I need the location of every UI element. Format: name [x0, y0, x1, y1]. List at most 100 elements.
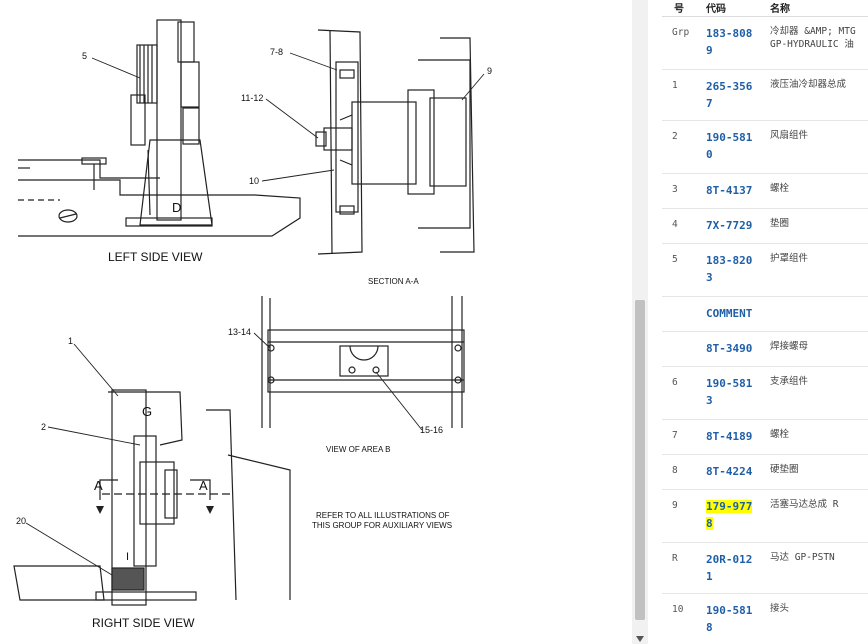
- parts-row: 9 179-9778 活塞马达总成 R: [662, 490, 868, 543]
- part-code-text: 190-5810: [706, 131, 753, 161]
- part-code-link[interactable]: 179-9778: [706, 498, 758, 532]
- part-code-text: 8T-4137: [706, 184, 753, 197]
- parts-row: 8T-3490 焊接螺母: [662, 332, 868, 367]
- item-number: 8: [672, 465, 678, 476]
- item-number: 9: [672, 500, 678, 511]
- part-code-text: 7X-7729: [706, 219, 753, 232]
- part-code-link[interactable]: 183-8203: [706, 252, 758, 286]
- parts-list: 号 代码 名称 Grp 183-8089 冷却器 &AMP; MTG GP-HYDR…: [662, 0, 868, 644]
- part-name: 螺栓: [770, 429, 790, 440]
- part-code-text: 265-3567: [706, 80, 753, 110]
- item-number: Grp: [672, 27, 690, 38]
- item-number: 4: [672, 219, 678, 230]
- letter-d: D: [172, 200, 181, 215]
- part-code-link[interactable]: 265-3567: [706, 78, 758, 112]
- part-code-text: 183-8203: [706, 254, 753, 284]
- part-code-text: 8T-4189: [706, 430, 753, 443]
- part-name: 焊接螺母: [770, 341, 809, 352]
- section-a-a-caption: SECTION A-A: [368, 277, 419, 286]
- parts-row: 1 265-3567 液压油冷却器总成: [662, 70, 868, 121]
- left-side-view-drawing: [18, 19, 301, 237]
- part-code-link[interactable]: 8T-3490: [706, 340, 758, 357]
- part-name: 活塞马达总成 R: [770, 499, 839, 510]
- header-name: 名称: [770, 4, 790, 15]
- part-code-text: 183-8089: [706, 27, 753, 57]
- part-code-text: 179-9778: [706, 500, 753, 530]
- callout-11-12: 11-12: [241, 93, 263, 103]
- right-side-view-caption: RIGHT SIDE VIEW: [92, 616, 195, 630]
- scroll-down-arrow-icon[interactable]: [636, 636, 644, 642]
- part-code-text: COMMENT: [706, 307, 753, 320]
- part-name: 风扇组件: [770, 130, 809, 141]
- parts-row: 3 8T-4137 螺栓: [662, 174, 868, 209]
- part-code-link[interactable]: COMMENT: [706, 305, 758, 322]
- left-side-view-caption: LEFT SIDE VIEW: [108, 250, 203, 264]
- part-code-link[interactable]: 190-5818: [706, 602, 758, 636]
- part-code-text: 8T-3490: [706, 342, 753, 355]
- callout-13-14: 13-14: [228, 327, 251, 337]
- letter-a-right: A: [199, 478, 208, 493]
- part-code-link[interactable]: 190-5810: [706, 129, 758, 163]
- parts-row: 6 190-5813 支承组件: [662, 367, 868, 420]
- item-number: 5: [672, 254, 678, 265]
- letter-i: I: [126, 551, 129, 563]
- part-name: 垫圈: [770, 218, 790, 229]
- callout-9: 9: [487, 66, 492, 76]
- parts-row: 7 8T-4189 螺栓: [662, 420, 868, 455]
- parts-row: R 20R-0121 马达 GP-PSTN: [662, 543, 868, 594]
- parts-list-header: 号 代码 名称: [662, 0, 868, 17]
- callout-20: 20: [16, 516, 26, 526]
- item-number: 3: [672, 184, 678, 195]
- part-code-text: 20R-0121: [706, 553, 753, 583]
- item-number: R: [672, 553, 678, 564]
- part-name: 硬垫圈: [770, 464, 799, 475]
- right-side-view-drawing: [13, 389, 291, 606]
- part-code-link[interactable]: 183-8089: [706, 25, 758, 59]
- item-number: 2: [672, 131, 678, 142]
- callout-10: 10: [249, 176, 259, 186]
- part-code-link[interactable]: 190-5813: [706, 375, 758, 409]
- letter-a-left: A: [94, 478, 103, 493]
- part-name: 支承组件: [770, 376, 809, 387]
- part-code-link[interactable]: 20R-0121: [706, 551, 758, 585]
- callout-7-8: 7-8: [270, 47, 283, 57]
- item-number: 7: [672, 430, 678, 441]
- part-name: 液压油冷却器总成: [770, 79, 847, 90]
- item-number: 6: [672, 377, 678, 388]
- parts-row: 10 190-5818 接头: [662, 594, 868, 644]
- part-code-link[interactable]: 8T-4137: [706, 182, 758, 199]
- part-name: 接头: [770, 603, 790, 614]
- section-arrows: [96, 506, 214, 514]
- refer-note-line1: REFER TO ALL ILLUSTRATIONS OF: [316, 511, 450, 520]
- section-a-a-drawing: [315, 29, 475, 255]
- area-b-caption: VIEW OF AREA B: [326, 445, 390, 454]
- part-code-link[interactable]: 8T-4189: [706, 428, 758, 445]
- header-code: 代码: [706, 4, 726, 15]
- header-no: 号: [674, 4, 684, 15]
- part-name: 冷却器 &AMP; MTG GP-HYDRAULIC 油: [770, 26, 856, 50]
- callout-5: 5: [82, 51, 87, 61]
- callout-1: 1: [68, 336, 73, 346]
- parts-row: 5 183-8203 护罩组件: [662, 244, 868, 297]
- callout-2: 2: [41, 422, 46, 432]
- part-name: 螺栓: [770, 183, 790, 194]
- parts-row: 4 7X-7729 垫圈: [662, 209, 868, 244]
- part-name: 马达 GP-PSTN: [770, 552, 835, 563]
- part-code-text: 190-5818: [706, 604, 753, 634]
- part-code-link[interactable]: 8T-4224: [706, 463, 758, 480]
- item-number: 1: [672, 80, 678, 91]
- scrollbar[interactable]: [632, 0, 648, 644]
- callout-leaders: [25, 52, 485, 576]
- part-code-text: 190-5813: [706, 377, 753, 407]
- parts-row: COMMENT: [662, 297, 868, 332]
- part-name: 护罩组件: [770, 253, 809, 264]
- part-code-text: 8T-4224: [706, 465, 753, 478]
- part-code-link[interactable]: 7X-7729: [706, 217, 758, 234]
- item-number: 10: [672, 604, 684, 615]
- letter-g: G: [142, 404, 152, 419]
- parts-row: 8 8T-4224 硬垫圈: [662, 455, 868, 490]
- area-b-drawing: [261, 296, 465, 428]
- parts-row: Grp 183-8089 冷却器 &AMP; MTG GP-HYDRAULIC 油: [662, 17, 868, 70]
- scrollbar-thumb[interactable]: [635, 300, 645, 620]
- parts-row: 2 190-5810 风扇组件: [662, 121, 868, 174]
